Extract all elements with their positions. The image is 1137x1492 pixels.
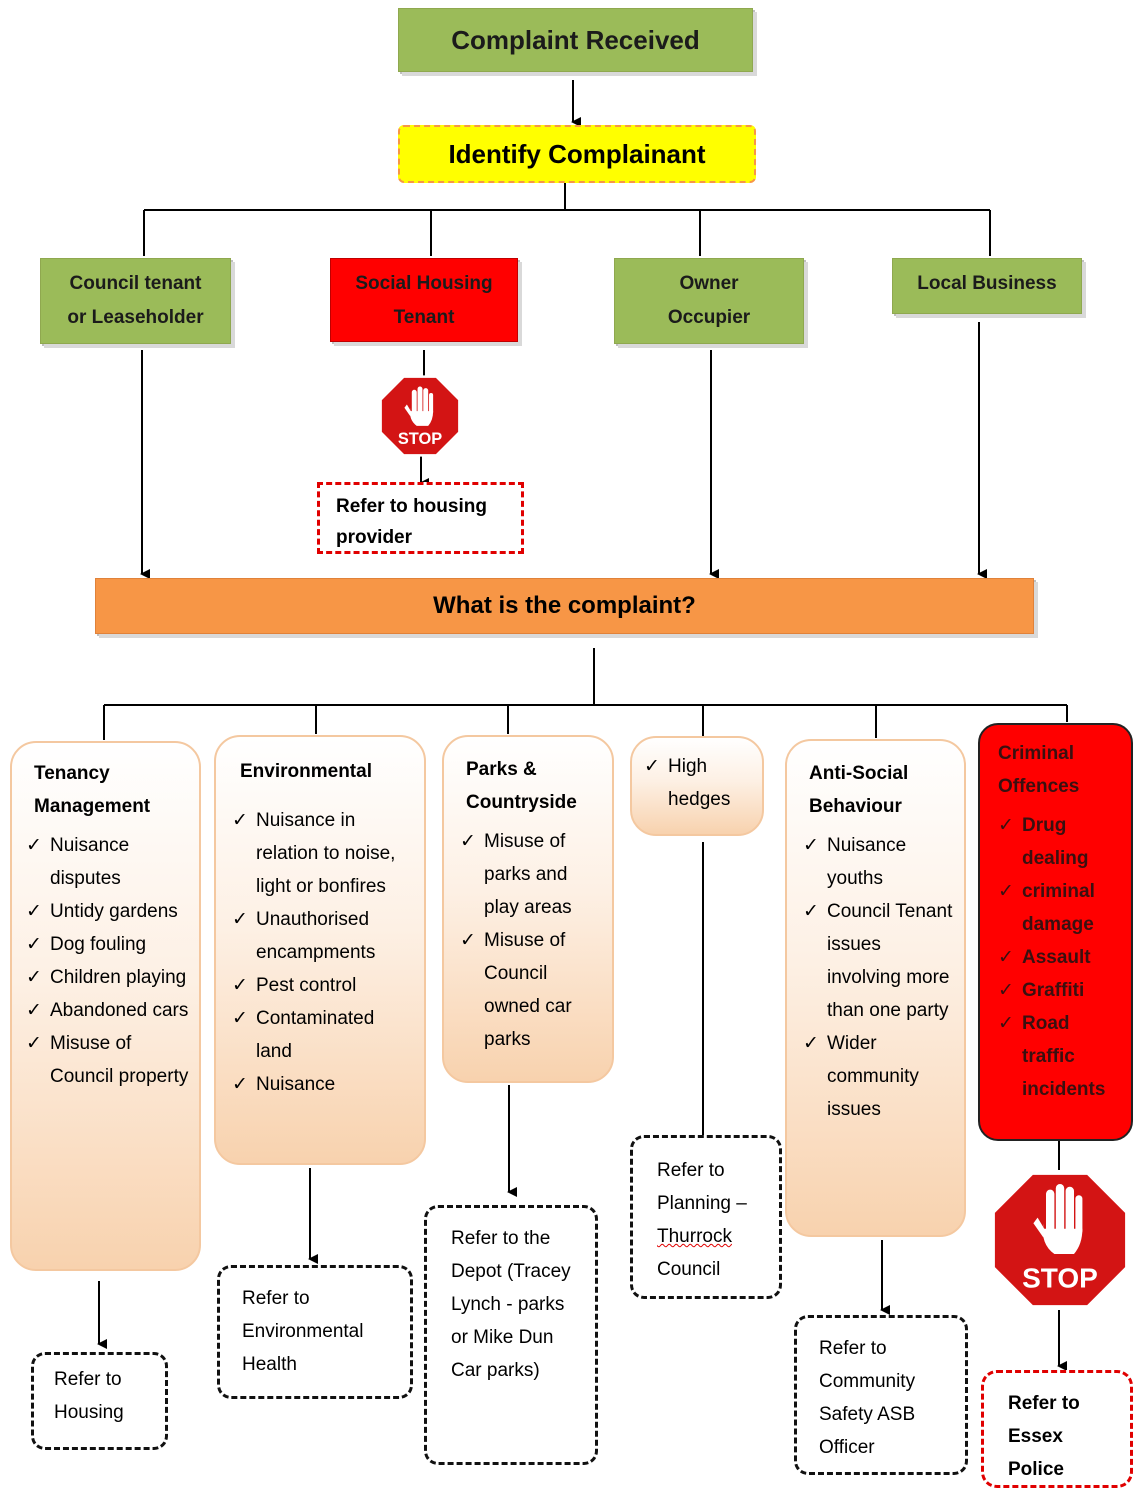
- referral-env-health-text: Refer to Environmental Health: [242, 1288, 364, 1375]
- list-item: Children playing: [26, 961, 189, 994]
- identify-complainant-box: Identify Complainant: [398, 125, 756, 183]
- stop-sign-large-icon: STOP: [990, 1170, 1130, 1310]
- referral-community-safety-text: Refer to Community Safety ASB Officer: [819, 1338, 916, 1458]
- list-item: Unauthorised encampments: [232, 903, 414, 969]
- referral-planning-suffix: Council: [657, 1259, 721, 1280]
- category-anti-social-behaviour: Anti-Social Behaviour Nuisance youths Co…: [785, 739, 966, 1237]
- list-item: Dog fouling: [26, 928, 189, 961]
- list-item: High hedges: [644, 750, 752, 816]
- referral-depot: Refer to the Depot (Tracey Lynch - parks…: [424, 1205, 598, 1465]
- referral-housing: Refer to Housing: [31, 1352, 168, 1450]
- category-environmental: Environmental Nuisance in relation to no…: [214, 735, 426, 1165]
- list-item: Abandoned cars: [26, 994, 189, 1027]
- referral-planning-prefix: Refer to Planning –: [657, 1160, 747, 1214]
- referral-essex-police-text: Refer to Essex Police: [1008, 1393, 1080, 1480]
- stop-sign-small-text: STOP: [398, 430, 442, 448]
- complainant-social-housing-line1: Social Housing: [355, 273, 493, 294]
- category-tenancy-title: Tenancy Management: [34, 763, 151, 817]
- referral-housing-provider-line1: Refer to housing: [336, 496, 487, 517]
- list-item: Nuisance: [232, 1068, 414, 1101]
- referral-housing-provider: Refer to housing provider: [317, 482, 524, 554]
- complainant-council-tenant-line2: or Leaseholder: [67, 307, 204, 328]
- complainant-owner-occupier: Owner Occupier: [614, 258, 804, 344]
- list-item: Nuisance disputes: [26, 829, 189, 895]
- list-item: Council Tenant issues involving more tha…: [803, 895, 954, 1027]
- list-item: Assault: [998, 941, 1123, 974]
- list-item: Graffiti: [998, 974, 1123, 1007]
- category-parks-title: Parks & Countryside: [466, 759, 577, 813]
- category-asb-title: Anti-Social Behaviour: [809, 763, 909, 817]
- list-item: Pest control: [232, 969, 414, 1002]
- complaint-received-label: Complaint Received: [451, 24, 700, 55]
- referral-planning-thurrock: Thurrock: [657, 1226, 732, 1247]
- referral-depot-text: Refer to the Depot (Tracey Lynch - parks…: [451, 1228, 571, 1381]
- list-item: Untidy gardens: [26, 895, 189, 928]
- complainant-social-housing: Social Housing Tenant: [330, 258, 518, 342]
- category-environmental-title: Environmental: [240, 761, 372, 782]
- stop-sign-icon: STOP: [379, 375, 461, 457]
- category-parks-countryside: Parks & Countryside Misuse of parks and …: [442, 735, 614, 1083]
- list-item: Road traffic incidents: [998, 1007, 1123, 1106]
- list-item: Drug dealing: [998, 809, 1123, 875]
- complainant-local-business: Local Business: [892, 258, 1082, 314]
- list-item: criminal damage: [998, 875, 1123, 941]
- list-item: Nuisance in relation to noise, light or …: [232, 804, 414, 903]
- category-tenancy-management: Tenancy Management Nuisance disputes Unt…: [10, 741, 201, 1271]
- referral-housing-text: Refer to Housing: [54, 1369, 124, 1423]
- category-criminal-offences: Criminal Offences Drug dealing criminal …: [978, 723, 1133, 1141]
- category-criminal-title: Criminal Offences: [998, 743, 1080, 797]
- list-item: Wider community issues: [803, 1027, 954, 1126]
- stop-sign-large-text: STOP: [1022, 1263, 1098, 1294]
- complainant-council-tenant-line1: Council tenant: [69, 273, 202, 294]
- list-item: Misuse of parks and play areas: [460, 825, 602, 924]
- complainant-council-tenant: Council tenant or Leaseholder: [40, 258, 231, 344]
- complainant-social-housing-line2: Tenant: [393, 307, 455, 328]
- list-item: Nuisance youths: [803, 829, 954, 895]
- complaint-received-box: Complaint Received: [398, 8, 753, 72]
- what-is-complaint-box: What is the complaint?: [95, 578, 1034, 634]
- complainant-owner-occupier-line1: Owner: [679, 273, 739, 294]
- list-item: Contaminated land: [232, 1002, 414, 1068]
- what-is-complaint-label: What is the complaint?: [433, 592, 696, 619]
- referral-planning: Refer to Planning – Thurrock Council: [630, 1135, 782, 1299]
- category-high-hedges: High hedges: [630, 736, 764, 836]
- list-item: Misuse of Council owned car parks: [460, 924, 602, 1056]
- referral-environmental-health: Refer to Environmental Health: [217, 1265, 413, 1399]
- referral-essex-police: Refer to Essex Police: [981, 1370, 1133, 1488]
- complainant-local-business-label: Local Business: [917, 273, 1057, 294]
- identify-complainant-label: Identify Complainant: [448, 138, 706, 169]
- referral-community-safety: Refer to Community Safety ASB Officer: [794, 1315, 968, 1475]
- list-item: Misuse of Council property: [26, 1027, 189, 1093]
- referral-housing-provider-line2: provider: [336, 527, 413, 548]
- complainant-owner-occupier-line2: Occupier: [667, 307, 751, 328]
